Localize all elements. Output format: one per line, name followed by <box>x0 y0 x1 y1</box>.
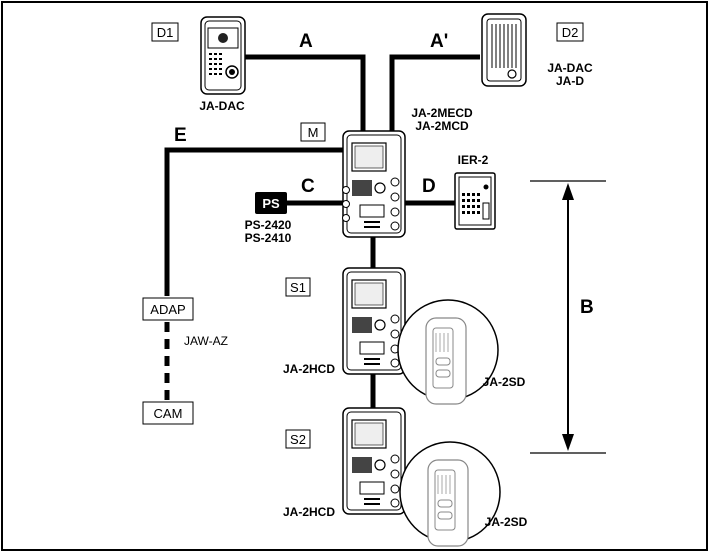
label-box-d1 <box>151 22 179 42</box>
power-supply-box <box>255 192 287 214</box>
dimension-label-b: B <box>580 297 594 318</box>
handset-s1 <box>397 299 499 405</box>
model-d2-2: JA-D <box>556 74 584 88</box>
dimension-b <box>530 180 606 454</box>
model-adap: JAW-AZ <box>184 334 228 348</box>
wire-label-c: C <box>301 176 315 197</box>
model-s2: JA-2HCD <box>283 505 335 519</box>
model-m-1: JA-2MECD <box>411 106 473 120</box>
label-box-d2 <box>556 22 584 42</box>
wire-label-a-prime: A' <box>430 31 448 52</box>
door-station-d1 <box>200 16 246 95</box>
arrow-down-icon <box>562 434 574 451</box>
label-d1: D1 <box>157 25 174 40</box>
wire-label-d: D <box>422 176 436 197</box>
label-box-s1 <box>285 277 311 297</box>
model-ps-2: PS-2410 <box>245 231 292 245</box>
model-m-2: JA-2MCD <box>415 119 469 133</box>
label-s2: S2 <box>290 432 306 447</box>
wires <box>164 54 480 410</box>
speaker-grille <box>352 180 372 196</box>
wire-label-a: A <box>299 31 313 52</box>
sub-monitor-s1 <box>342 267 406 375</box>
label-d2: D2 <box>562 25 579 40</box>
label-box-s2 <box>285 429 311 449</box>
wire-a <box>244 54 366 135</box>
model-ps-1: PS-2420 <box>245 218 292 232</box>
ier-2-unit <box>454 172 496 230</box>
arrow-up-icon <box>562 183 574 200</box>
wire-label-e: E <box>174 125 187 146</box>
model-s1-handset: JA-2SD <box>483 375 526 389</box>
label-cam: CAM <box>154 406 183 421</box>
model-d1: JA-DAC <box>199 99 245 113</box>
handset-s2 <box>399 441 501 547</box>
model-ier: IER-2 <box>458 153 489 167</box>
label-ps: PS <box>262 196 280 211</box>
model-d2-1: JA-DAC <box>547 61 593 75</box>
master-monitor <box>342 130 406 238</box>
model-s1: JA-2HCD <box>283 362 335 376</box>
label-adap: ADAP <box>150 302 185 317</box>
adapter-box <box>142 297 194 321</box>
label-s1: S1 <box>290 280 306 295</box>
model-s2-handset: JA-2SD <box>485 515 528 529</box>
camera-box <box>142 401 194 425</box>
sub-monitor-s2 <box>342 407 406 515</box>
door-station-d2 <box>481 13 527 87</box>
wire-e <box>164 147 343 296</box>
label-box-m <box>300 122 326 142</box>
label-m: M <box>308 125 319 140</box>
wire-a-prime <box>389 54 480 135</box>
